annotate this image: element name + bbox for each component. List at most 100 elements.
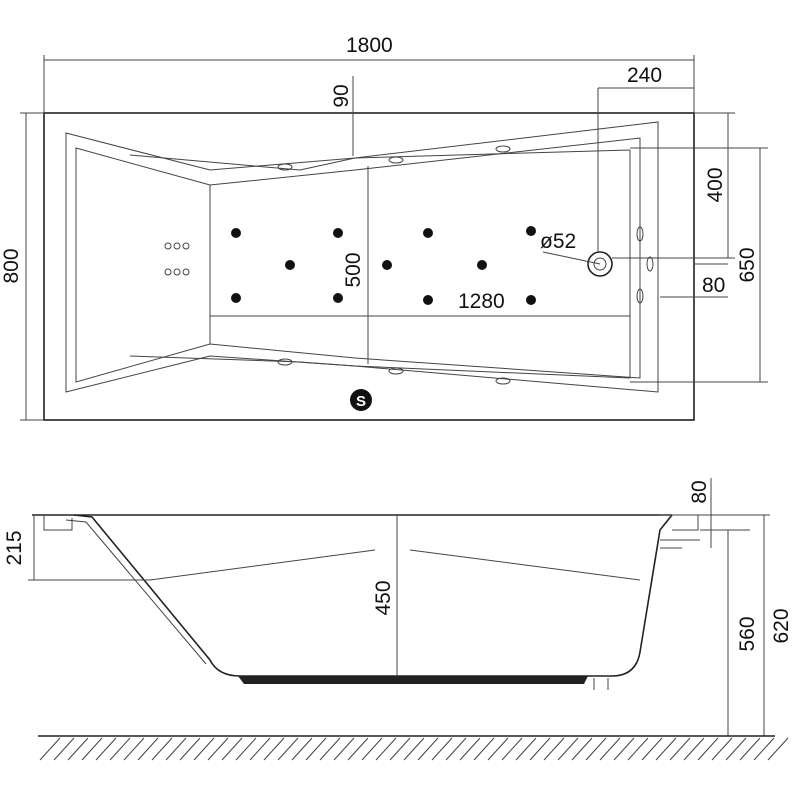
bottom-jet	[333, 228, 343, 238]
hatch-line	[67, 737, 89, 761]
bottom-jet	[526, 226, 536, 236]
dim-1280-text: 1280	[458, 290, 505, 313]
hatch-line	[529, 737, 551, 761]
rim-jet	[277, 163, 293, 171]
bottom-jets	[231, 226, 536, 305]
hatch-line	[263, 737, 285, 761]
bottom-jet	[526, 295, 536, 305]
dim-560-text: 560	[736, 616, 759, 651]
dim-650-text: 650	[736, 247, 759, 282]
drain-inner	[593, 257, 607, 271]
hatch-line	[235, 737, 257, 761]
dim-240-text: 240	[627, 64, 662, 87]
dim-650-label: 650	[736, 247, 759, 282]
dim-450-label: 450	[372, 580, 395, 615]
hatch-line	[501, 737, 523, 761]
dim-90-text: 90	[330, 84, 353, 107]
hatch-line	[291, 737, 313, 761]
rim-jet	[388, 367, 404, 375]
hatch-line	[487, 737, 509, 761]
hatch-line	[221, 737, 243, 761]
control-button	[173, 242, 181, 250]
overflow-fitting	[660, 539, 700, 549]
hatch-line	[165, 737, 187, 761]
side-view: 215 450 80 560 620	[3, 478, 793, 761]
bottom-jet	[423, 228, 433, 238]
hatch-line	[641, 737, 663, 761]
hatch-line	[123, 737, 145, 761]
hatch-line	[753, 737, 775, 761]
hatch-line	[613, 737, 635, 761]
rim-right-edge	[660, 514, 699, 531]
hatch-line	[347, 737, 369, 761]
bottom-jet	[231, 228, 241, 238]
bottom-jet	[285, 260, 295, 270]
bottom-jet	[477, 260, 487, 270]
dim-400-label: 400	[704, 167, 727, 202]
hatch-line	[305, 737, 327, 761]
hatch-line	[137, 737, 159, 761]
hatch-line	[249, 737, 271, 761]
rim-jet	[388, 156, 404, 164]
dim-80-side-text: 80	[688, 480, 711, 503]
hatch-line	[683, 737, 705, 761]
s-symbol-letter: S	[356, 393, 366, 410]
rim-jet	[495, 145, 511, 153]
hatch-line	[403, 737, 425, 761]
s-symbol: S	[350, 389, 372, 411]
tub-inner-profile	[65, 519, 207, 665]
hatch-line	[725, 737, 747, 761]
control-button	[173, 268, 181, 276]
dim-90-label: 90	[330, 84, 353, 107]
dim-800-label: 800	[0, 248, 23, 283]
tub-outline-top	[43, 112, 695, 421]
bottom-jet	[231, 293, 241, 303]
hatch-line	[739, 737, 761, 761]
interior-line	[409, 549, 641, 581]
drain-diameter-label: ø52	[540, 230, 576, 253]
hatch-line	[361, 737, 383, 761]
backrest-ridge-bottom	[129, 355, 631, 379]
hatch-line	[557, 737, 579, 761]
control-buttons	[164, 242, 190, 276]
hatch-line	[81, 737, 103, 761]
control-button	[182, 242, 190, 250]
dim-1800-text: 1800	[346, 34, 393, 57]
hatch-line	[655, 737, 677, 761]
hatch-line	[697, 737, 719, 761]
control-button	[182, 268, 190, 276]
dim-800-text: 800	[0, 248, 23, 283]
dim-450-text: 450	[372, 580, 395, 615]
hatch-line	[39, 737, 61, 761]
control-button	[164, 268, 172, 276]
bottom-jet	[423, 295, 433, 305]
hatch-line	[375, 737, 397, 761]
hatch-line	[767, 737, 789, 761]
dim-620-label: 620	[770, 608, 793, 643]
dim-500-text: 500	[342, 252, 365, 287]
dim-215-label: 215	[3, 530, 26, 565]
hatch-line	[627, 737, 649, 761]
side-jet	[646, 256, 654, 272]
hatch-line	[277, 737, 299, 761]
hatch-line	[445, 737, 467, 761]
hatch-line	[431, 737, 453, 761]
inner-basin-outline-2	[75, 137, 641, 383]
hatch-line	[109, 737, 131, 761]
side-jet	[636, 226, 644, 242]
floor-hatching	[39, 737, 789, 761]
s-symbol-circle	[350, 389, 372, 411]
hatch-line	[389, 737, 411, 761]
dim-80-text: 80	[702, 274, 725, 297]
hatch-line	[711, 737, 733, 761]
dim-80-side-label: 80	[688, 480, 711, 503]
hatch-line	[515, 737, 537, 761]
backrest-ridge-top	[129, 149, 631, 171]
hatch-line	[179, 737, 201, 761]
rim-jet	[495, 377, 511, 385]
side-jet	[636, 288, 644, 304]
dim-400-text: 400	[704, 167, 727, 202]
rim-jet	[277, 358, 293, 366]
hatch-line	[599, 737, 621, 761]
